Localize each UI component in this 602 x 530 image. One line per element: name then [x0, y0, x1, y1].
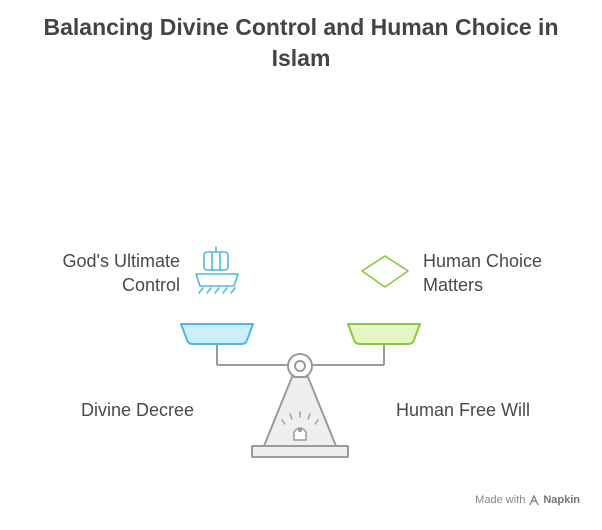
footer-attribution: Made with Napkin — [475, 493, 580, 506]
footer-brand[interactable]: Napkin — [543, 494, 580, 506]
ship-icon — [195, 246, 239, 294]
scale-base — [251, 376, 349, 458]
left-pan-label: God's Ultimate Control — [62, 251, 180, 295]
left-pan — [180, 323, 254, 345]
right-pan-label: Human Choice Matters — [423, 251, 543, 295]
diamond-icon — [361, 255, 409, 288]
right-pan — [347, 323, 421, 345]
right-base-label: Human Free Will — [396, 400, 531, 420]
napkin-logo-icon — [529, 493, 539, 506]
footer-prefix: Made with — [475, 494, 526, 506]
left-base-label: Divine Decree — [80, 400, 194, 420]
scale-pivot — [287, 353, 313, 379]
diagram-title: Balancing Divine Control and Human Choic… — [43, 14, 559, 71]
